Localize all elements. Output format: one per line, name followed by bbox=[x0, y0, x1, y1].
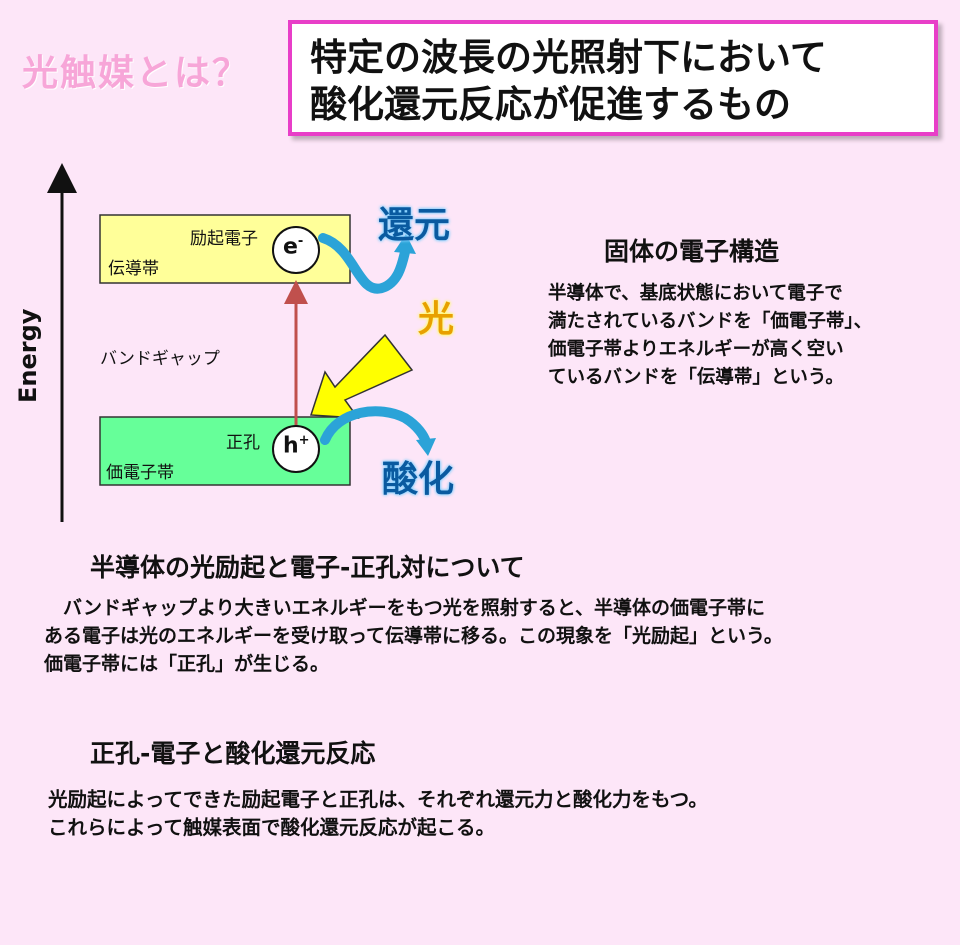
excitation-line: ある電子は光のエネルギーを受け取って伝導帯に移る。この現象を「光励起」という。 bbox=[44, 625, 783, 647]
reduction-label: 還元 bbox=[378, 205, 451, 246]
band-diagram: Energy 励起電子 伝導帯 バンドギャップ 正孔 価電子帯 e- h+ 還元… bbox=[0, 160, 520, 540]
band-gap-label: バンドギャップ bbox=[100, 349, 220, 369]
definition-line-2: 酸化還元反応が促進するもの bbox=[310, 83, 791, 126]
excitation-line: 価電子帯には「正孔」が生じる。 bbox=[44, 653, 330, 675]
definition-line-1: 特定の波長の光照射下において bbox=[310, 36, 827, 79]
oxidation-label: 酸化 bbox=[382, 459, 455, 500]
redox-line: 光励起によってできた励起電子と正孔は、それぞれ還元力と酸化力をもつ。 bbox=[48, 788, 708, 811]
solid-structure-text: 半導体で、基底状態において電子で 満たされているバンドを「価電子帯」、 価電子帯… bbox=[548, 280, 872, 392]
definition-box: 特定の波長の光照射下において 酸化還元反応が促進するもの bbox=[288, 20, 938, 136]
electron-charge: - bbox=[297, 234, 304, 249]
conduction-band-label: 伝導帯 bbox=[108, 259, 159, 279]
solid-structure-line: 満たされているバンドを「価電子帯」、 bbox=[548, 311, 873, 332]
excitation-heading: 半導体の光励起と電子-正孔対について bbox=[90, 553, 525, 582]
excitation-text: バンドギャップより大きいエネルギーをもつ光を照射すると、半導体の価電子帯に ある… bbox=[44, 594, 783, 678]
energy-axis-label: Energy bbox=[14, 308, 42, 403]
electron-circle bbox=[272, 226, 320, 274]
hole-symbol: h+ bbox=[283, 433, 310, 458]
redox-text: 光励起によってできた励起電子と正孔は、それぞれ還元力と酸化力をもつ。 これらによ… bbox=[48, 786, 708, 842]
redox-heading: 正孔-電子と酸化還元反応 bbox=[90, 739, 376, 768]
hole-symbol-text: h bbox=[283, 433, 299, 459]
reduction-curve-arrow bbox=[318, 233, 410, 294]
excited-electron-label: 励起電子 bbox=[190, 229, 258, 249]
hole-charge: + bbox=[298, 433, 310, 448]
light-label: 光 bbox=[418, 299, 455, 340]
solid-structure-heading: 固体の電子構造 bbox=[604, 237, 780, 266]
redox-line: これらによって触媒表面で酸化還元反応が起こる。 bbox=[48, 816, 495, 839]
electron-symbol-text: e bbox=[283, 234, 298, 260]
band-diagram-graphics bbox=[47, 163, 436, 522]
oxidation-curve-arrow bbox=[320, 406, 431, 447]
light-arrow bbox=[309, 333, 414, 419]
solid-structure-line: 価電子帯よりエネルギーが高く空い bbox=[548, 339, 844, 360]
valence-band-label: 価電子帯 bbox=[106, 463, 174, 483]
electron-symbol: e- bbox=[283, 234, 303, 259]
hole-label: 正孔 bbox=[226, 433, 260, 453]
solid-structure-line: ているバンドを「伝導帯」という。 bbox=[548, 367, 844, 388]
reduction-arrowhead bbox=[394, 234, 416, 254]
oxidation-arrowhead bbox=[416, 438, 436, 456]
question-title: 光触媒とは？ bbox=[22, 53, 251, 94]
solid-structure-line: 半導体で、基底状態において電子で bbox=[548, 283, 843, 304]
hole-circle bbox=[272, 425, 320, 473]
excitation-line: バンドギャップより大きいエネルギーをもつ光を照射すると、半導体の価電子帯に bbox=[44, 597, 766, 619]
